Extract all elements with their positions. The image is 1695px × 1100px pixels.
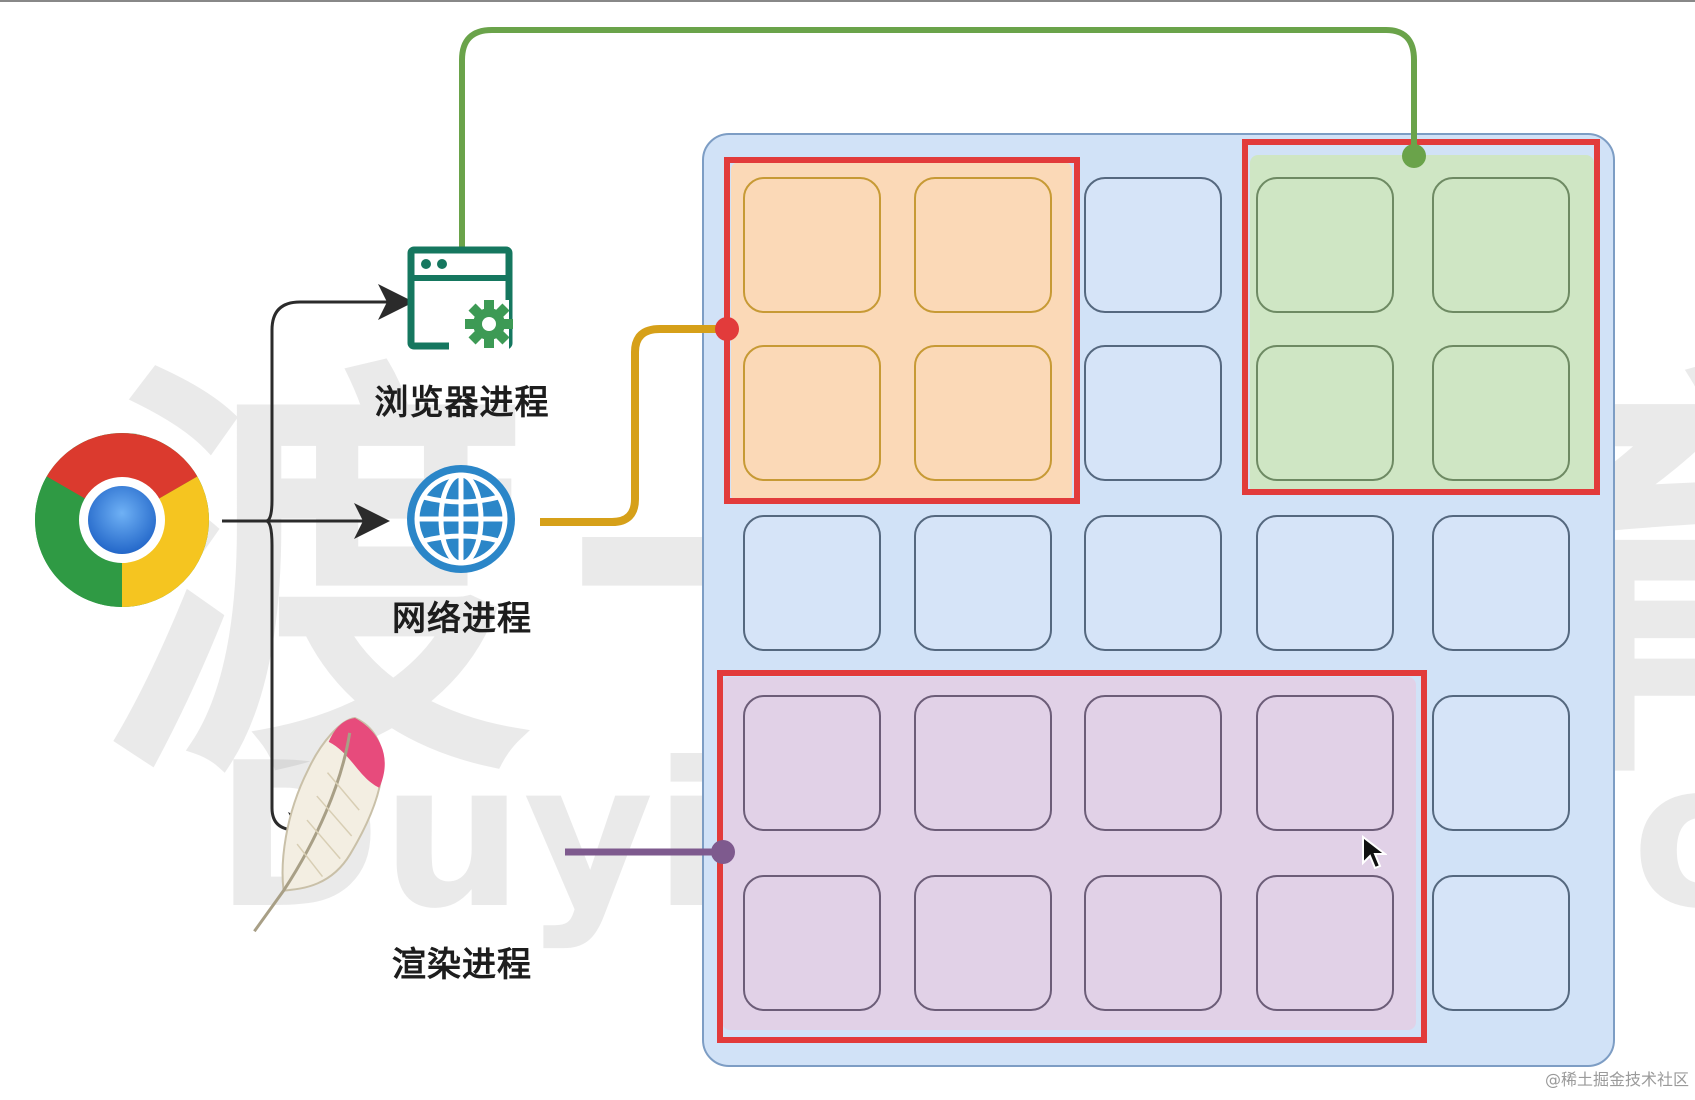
memory-cell <box>1084 177 1222 313</box>
memory-cell <box>914 695 1052 831</box>
memory-cell <box>1084 345 1222 481</box>
memory-cell <box>743 875 881 1011</box>
memory-cell <box>1432 695 1570 831</box>
mouse-cursor-icon <box>1362 835 1387 870</box>
memory-cell <box>743 345 881 481</box>
browser-process-label: 浏览器进程 <box>374 383 550 423</box>
memory-cell <box>1432 515 1570 651</box>
memory-cell <box>1432 875 1570 1011</box>
memory-cell <box>1432 345 1570 481</box>
network-connector-dot <box>715 317 739 341</box>
browser-connector-dot <box>1402 144 1426 168</box>
renderer-connector-dot <box>711 840 735 864</box>
memory-cells <box>743 177 1570 1011</box>
memory-cell <box>743 695 881 831</box>
network-process-label: 网络进程 <box>392 599 532 639</box>
memory-cell <box>1084 875 1222 1011</box>
memory-cell <box>1256 345 1394 481</box>
memory-cell <box>1256 177 1394 313</box>
memory-cell <box>914 515 1052 651</box>
browser-region-border <box>1242 139 1600 495</box>
memory-cell <box>1256 695 1394 831</box>
memory-cell <box>914 345 1052 481</box>
memory-cell <box>1084 515 1222 651</box>
chrome-logo-icon <box>35 433 209 607</box>
memory-cell <box>1084 695 1222 831</box>
globe-icon <box>407 465 515 573</box>
browser-window-gear-icon <box>407 246 513 350</box>
memory-cell <box>1256 875 1394 1011</box>
network-connector <box>540 325 727 526</box>
memory-cell <box>1432 177 1570 313</box>
footer-watermark: @稀土掘金技术社区 <box>1544 1070 1689 1089</box>
memory-cell <box>1256 515 1394 651</box>
renderer-process-label: 渲染进程 <box>392 945 532 985</box>
renderer-region-fill <box>722 677 1416 1030</box>
browser-connector <box>459 27 1417 252</box>
feather-icon <box>253 716 385 933</box>
memory-cell <box>743 177 881 313</box>
memory-cell <box>914 875 1052 1011</box>
memory-cell <box>914 177 1052 313</box>
memory-cell <box>743 515 881 651</box>
